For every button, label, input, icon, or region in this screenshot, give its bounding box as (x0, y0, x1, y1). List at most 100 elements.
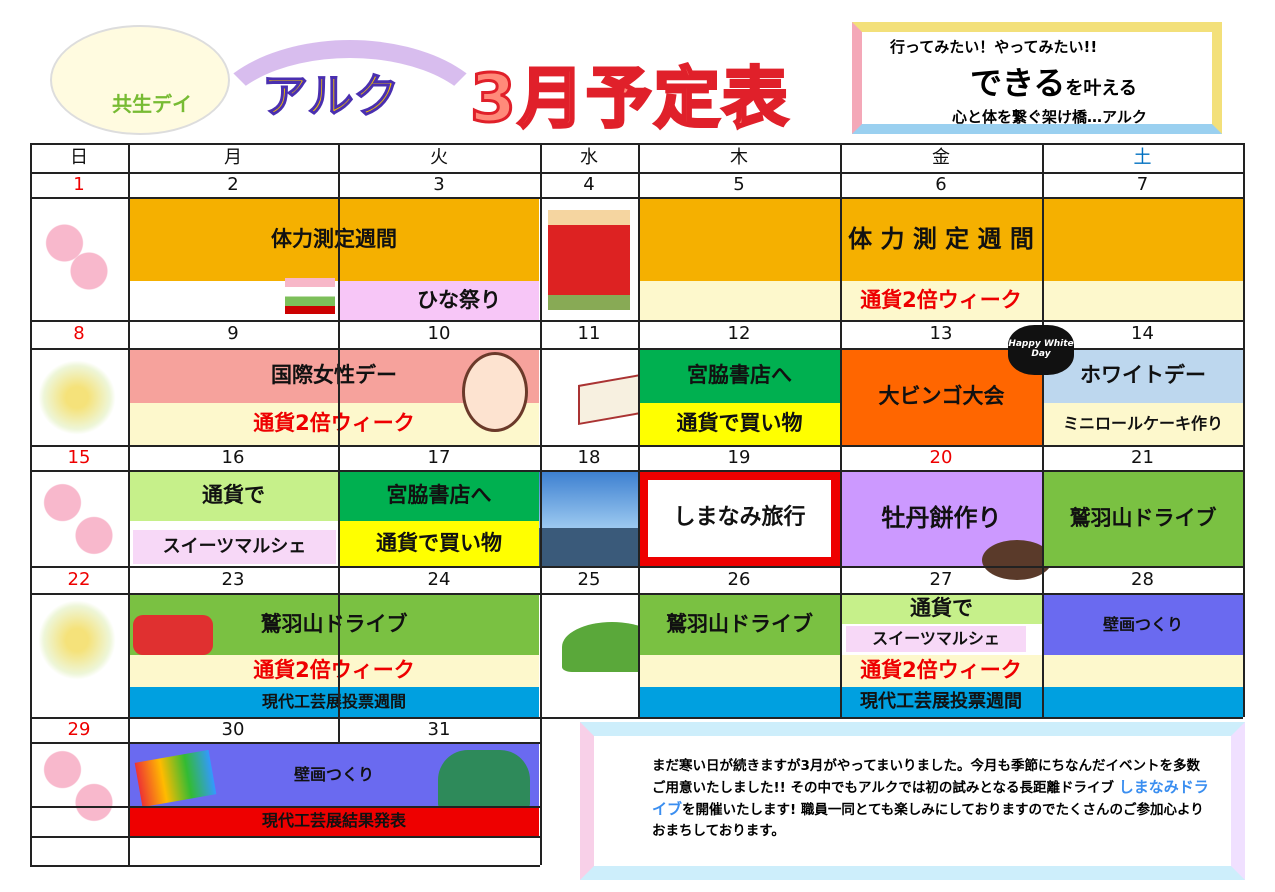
header-subtitle: 共生デイ (112, 92, 192, 116)
weekday-fri: 金 (932, 146, 950, 168)
event-washuzan[interactable]: 鷲羽山ドライブ (1043, 471, 1243, 566)
grid-line (128, 143, 130, 865)
message-text: まだ寒い日が続きますが3月がやってまいりました。今月も季節にちなんだイベントを多… (652, 756, 1212, 842)
message-highlight: しまなみドライブ (652, 778, 1209, 818)
date-cell: 18 (577, 446, 601, 468)
sakura-image (40, 745, 115, 827)
event-hinamatsuri[interactable]: ひな祭り (339, 281, 539, 320)
event-sweets-marche[interactable]: スイーツマルシェ (846, 626, 1026, 652)
event-sweets-marche[interactable]: スイーツマルシェ (133, 530, 336, 564)
weekday-wed: 水 (580, 146, 598, 168)
date-cell: 5 (733, 173, 745, 195)
grid-line (30, 320, 1243, 322)
sakura-image (40, 478, 115, 560)
cloud-logo (50, 25, 230, 135)
event-rollcake[interactable]: ミニロールケーキ作り (1043, 403, 1243, 445)
hina-doll-image (548, 210, 630, 310)
event-tsuka-de[interactable]: 通貨で (841, 594, 1042, 624)
event-kaimono[interactable]: 通貨で買い物 (639, 403, 840, 445)
weekday-sun: 日 (70, 146, 88, 168)
grid-line (30, 836, 540, 838)
event-kogei-vote[interactable]: 現代工芸展投票週間 (129, 687, 539, 717)
date-cell: 11 (577, 323, 601, 345)
event-miyawaki[interactable]: 宮脇書店へ (339, 471, 539, 521)
date-cell: 28 (1131, 568, 1154, 590)
date-cell: 20 (929, 446, 953, 468)
weekday-sat: 土 (1133, 146, 1152, 168)
event-tairyoku[interactable]: 体力測定週間 (129, 198, 539, 281)
event-hekiga[interactable]: 壁画つくり (1043, 594, 1243, 655)
slogan-suffix: を叶える (1065, 78, 1137, 99)
event-tsuka-2bai[interactable]: 通貨2倍ウィーク (129, 655, 539, 687)
grid-line (30, 566, 1243, 568)
tape-image (438, 750, 530, 808)
grid-line (540, 143, 542, 865)
date-cell: 25 (577, 568, 601, 590)
event-whiteday[interactable]: ホワイトデー (1043, 349, 1243, 403)
grid-line (30, 348, 1243, 350)
grid-line (30, 172, 1243, 174)
grid-line (30, 143, 1243, 145)
slogan-box: 行ってみたい！やってみたい!! できるを叶える 心と体を繋ぐ架け橋…アルク (852, 22, 1222, 134)
date-cell: 17 (427, 446, 451, 468)
event-bingo[interactable]: 大ビンゴ大会 (841, 349, 1042, 445)
event-tsuka-de[interactable]: 通貨で (129, 471, 338, 521)
grid-line (638, 143, 640, 717)
date-cell: 26 (727, 568, 751, 590)
date-cell: 24 (427, 568, 451, 590)
event-miyawaki[interactable]: 宮脇書店へ (639, 349, 840, 403)
date-cell: 21 (1131, 446, 1154, 468)
date-cell: 12 (727, 323, 751, 345)
grid-line (30, 865, 540, 867)
date-cell: 4 (583, 173, 595, 195)
grid-line (1042, 143, 1044, 717)
grid-line (338, 717, 340, 742)
event-kogei-result[interactable]: 現代工芸展結果発表 (129, 806, 539, 836)
message-box: まだ寒い日が続きますが3月がやってまいりました。今月も季節にちなんだイベントを多… (580, 722, 1245, 880)
grid-line (30, 717, 1243, 719)
date-cell: 1 (73, 173, 85, 195)
grid-line (1243, 143, 1245, 717)
grid-line (30, 593, 1243, 595)
grid-line (30, 197, 1243, 199)
date-cell: 7 (1136, 173, 1149, 195)
event-kaimono[interactable]: 通貨で買い物 (339, 521, 539, 566)
grid-line (30, 143, 32, 865)
date-cell: 30 (221, 718, 245, 740)
date-cell: 15 (67, 446, 91, 468)
event-kogei-vote[interactable]: 現代工芸展投票週間 (639, 687, 1243, 717)
car-image (133, 615, 213, 655)
hishimochi-icon (285, 278, 335, 314)
date-cell: 29 (67, 718, 91, 740)
event-tsuka-2bai[interactable]: 通貨2倍ウィーク (639, 655, 1243, 687)
date-cell: 27 (929, 568, 953, 590)
date-cell: 31 (427, 718, 451, 740)
grid-line (30, 445, 1243, 447)
message-part2: を開催いたします! 職員一同とても楽しみにしておりますのでたくさんのご参加心より… (652, 802, 1204, 839)
botamochi-image (982, 540, 1052, 580)
white-day-badge: Happy White Day (1008, 325, 1074, 375)
date-cell: 2 (227, 173, 239, 195)
event-tsuka-2bai[interactable]: 通貨2倍ウィーク (639, 281, 1243, 320)
weekday-thu: 木 (730, 146, 748, 168)
grid-line (338, 143, 340, 743)
grid-line (30, 806, 540, 808)
mimosa-image (38, 360, 116, 435)
slogan-line3: 心と体を繋ぐ架け橋…アルク (952, 108, 1147, 126)
date-cell: 6 (935, 173, 947, 195)
brand-name: アルク (261, 68, 400, 124)
sakura-image (40, 215, 110, 295)
message-part1: まだ寒い日が続きますが3月がやってまいりました。今月も季節にちなんだイベントを多… (652, 758, 1201, 796)
date-cell: 16 (221, 446, 245, 468)
date-cell: 9 (227, 323, 239, 345)
grid-line (30, 470, 1243, 472)
bridge-photo (539, 471, 638, 566)
event-shimanami[interactable]: しまなみ旅行 (639, 471, 840, 566)
event-tairyoku-2[interactable]: 体 力 測 定 週 間 (639, 198, 1243, 281)
date-cell: 13 (929, 323, 953, 345)
weekday-mon: 月 (224, 146, 242, 168)
grid-line (30, 742, 540, 744)
event-washuzan[interactable]: 鷲羽山ドライブ (639, 594, 840, 655)
page-title: 3月予定表 (469, 59, 790, 139)
date-cell: 14 (1131, 323, 1154, 345)
